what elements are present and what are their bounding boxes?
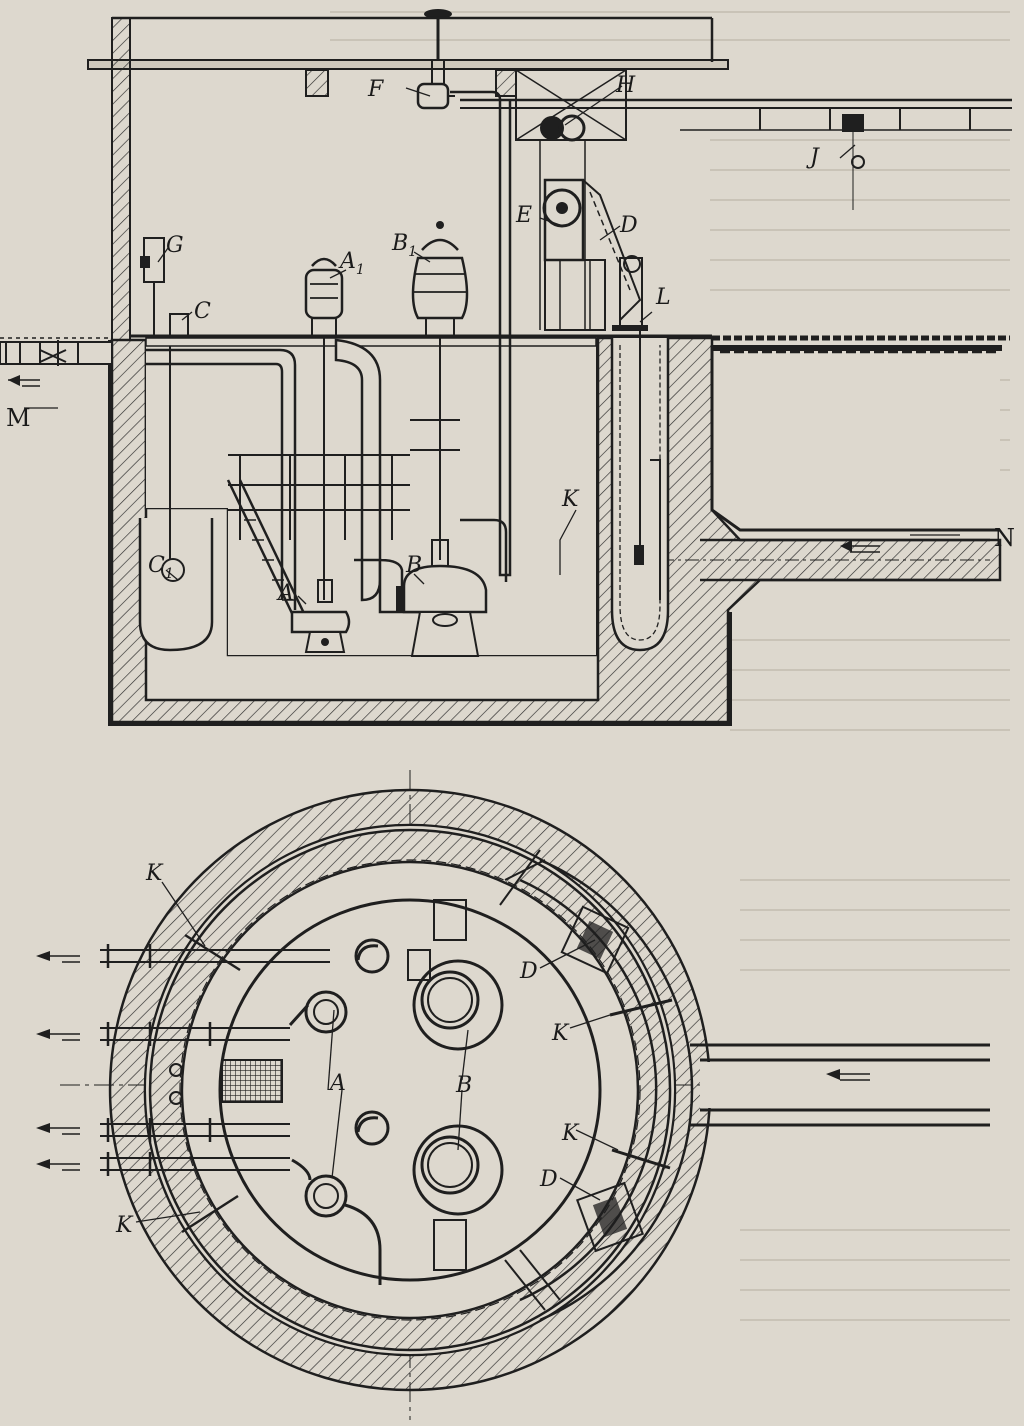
pump-B — [396, 336, 488, 657]
label-L: L — [655, 285, 671, 310]
label-H: H — [615, 73, 636, 98]
screen-D-bottom — [575, 1181, 645, 1253]
label-C: C — [194, 299, 211, 324]
inlet-pipe-N — [660, 345, 1002, 582]
roof-vent — [424, 9, 452, 60]
motor-A1 — [304, 257, 344, 337]
pump-B-plan-bottom — [412, 1124, 504, 1271]
label-D-plan-top: D — [519, 959, 538, 984]
label-E: E — [515, 203, 532, 228]
pipe-E — [450, 90, 512, 577]
label-A-plan: A — [328, 1071, 346, 1096]
section-view: F H J E D G A1 B1 C L M K C1 A B N — [0, 9, 1015, 726]
outlet-pipe-M — [0, 337, 113, 387]
pump-A-plan-bottom — [291, 1158, 382, 1285]
left-wall-upper — [111, 17, 131, 341]
winch-H — [515, 69, 627, 330]
inlet-channel-plan — [690, 1043, 990, 1127]
grid-box — [221, 1059, 283, 1103]
label-K-plan-bottom-left: K — [115, 1213, 134, 1238]
label-D: D — [619, 213, 638, 238]
fan-motor-F — [416, 60, 455, 110]
roof-slab — [87, 59, 729, 70]
label-G: G — [166, 233, 184, 258]
pump-B-plan-top — [407, 899, 504, 1051]
outlet-pipes-plan — [42, 944, 330, 1176]
label-C1: C1 — [148, 553, 174, 582]
label-B1: B1 — [391, 231, 417, 260]
label-A1: A1 — [338, 249, 365, 278]
label-F: F — [367, 77, 384, 102]
label-J: J — [806, 145, 820, 170]
railings — [226, 419, 460, 631]
leader-lines-plan — [135, 881, 619, 1223]
crane-rail — [460, 98, 1012, 210]
label-A: A — [276, 581, 294, 606]
pump-A — [290, 336, 351, 653]
pump-A-plan-top — [288, 990, 348, 1034]
label-K-plan-top-left: K — [145, 861, 164, 886]
label-M: M — [6, 404, 31, 432]
label-K-plan-right-lower: K — [561, 1121, 580, 1146]
label-B: B — [405, 553, 422, 578]
motor-frame-D — [542, 178, 642, 331]
control-G — [140, 237, 165, 336]
handwheel-L — [612, 255, 648, 331]
label-B-plan: B — [455, 1073, 472, 1098]
leader-lines-section — [24, 85, 960, 605]
label-N: N — [994, 524, 1015, 552]
motor-B1 — [411, 221, 469, 337]
label-K: K — [561, 487, 580, 512]
plan-view: K D K A B K D K — [36, 770, 990, 1420]
sump-well-C1 — [138, 340, 214, 652]
label-K-plan-right-upper: K — [551, 1021, 570, 1046]
sump-well-K — [610, 330, 670, 652]
box-C — [169, 313, 189, 337]
label-D-plan-bottom: D — [539, 1167, 558, 1192]
